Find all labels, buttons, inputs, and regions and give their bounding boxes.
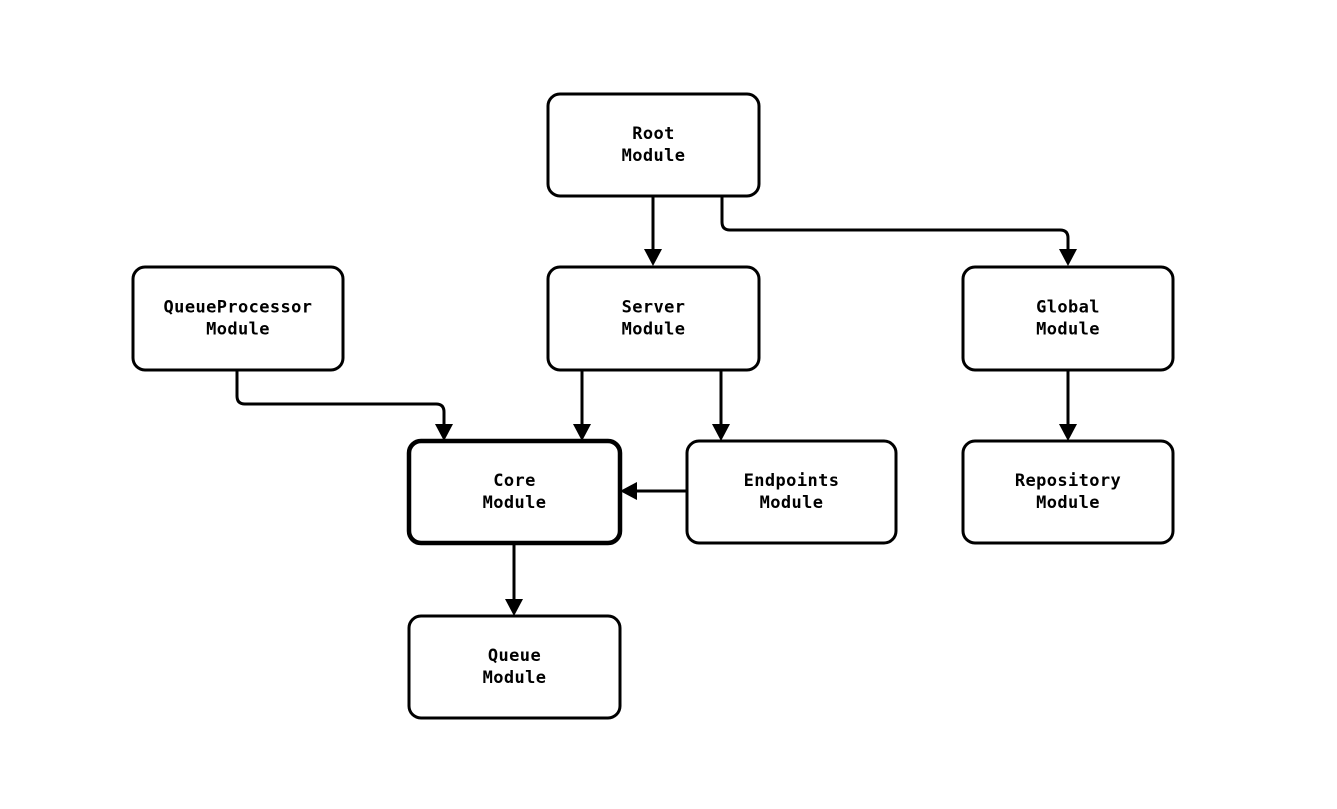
edge-root-to-global <box>720 196 1077 266</box>
nodes-layer: RootModuleQueueProcessorModuleServerModu… <box>131 92 1175 720</box>
edge-global-to-repository <box>1059 370 1077 441</box>
global-module-node-box[interactable] <box>961 265 1175 372</box>
queueprocessor-module-node-label-line2: Module <box>206 320 270 340</box>
endpoints-module-node-label-line1: Endpoints <box>744 471 840 491</box>
endpoints-module-node-label-line2: Module <box>760 493 824 513</box>
core-module-node-label-line1: Core <box>493 471 536 491</box>
root-module-node-label-line1: Root <box>632 124 675 144</box>
endpoints-module-node-box[interactable] <box>685 439 898 545</box>
core-module-node-box[interactable] <box>406 438 623 546</box>
server-module-node-label-line1: Server <box>622 298 686 318</box>
queue-module-node-box[interactable] <box>407 614 622 720</box>
edge-server-to-core-arrowhead-icon <box>573 424 591 441</box>
edge-global-to-repository-arrowhead-icon <box>1059 424 1077 441</box>
edge-server-to-endpoints-arrowhead-icon <box>712 424 730 441</box>
core-module-node-label-line2: Module <box>483 493 547 513</box>
edge-server-to-core <box>573 370 591 441</box>
edge-root-to-global-line <box>720 196 1070 252</box>
edge-queueprocessor-to-core-arrowhead-icon <box>435 424 453 441</box>
queue-module-node-label-line2: Module <box>483 668 547 688</box>
edge-root-to-global-arrowhead-icon <box>1059 249 1077 266</box>
edge-endpoints-to-core-arrowhead-icon <box>620 482 637 500</box>
edge-server-to-endpoints <box>712 370 730 441</box>
global-module-node-label-line2: Module <box>1036 320 1100 340</box>
queueprocessor-module-node-label-line1: QueueProcessor <box>164 298 313 318</box>
edges-layer <box>235 196 1077 616</box>
edge-core-to-queue-arrowhead-icon <box>505 599 523 616</box>
root-module-node-label-line2: Module <box>622 146 686 166</box>
queue-module-node-label-line1: Queue <box>488 646 541 666</box>
global-module-node-label-line1: Global <box>1036 298 1100 318</box>
edge-root-to-server <box>644 196 662 266</box>
edge-endpoints-to-core <box>620 482 687 500</box>
queueprocessor-module-node-box[interactable] <box>131 265 345 372</box>
repository-module-node-label-line1: Repository <box>1015 471 1121 491</box>
edge-root-to-server-arrowhead-icon <box>644 249 662 266</box>
edge-queueprocessor-to-core-line <box>235 370 446 427</box>
edge-core-to-queue <box>505 543 523 616</box>
server-module-node-box[interactable] <box>546 265 761 372</box>
server-module-node-label-line2: Module <box>622 320 686 340</box>
edge-queueprocessor-to-core <box>235 370 453 441</box>
repository-module-node-label-line2: Module <box>1036 493 1100 513</box>
repository-module-node-box[interactable] <box>961 439 1175 545</box>
root-module-node-box[interactable] <box>546 92 761 198</box>
